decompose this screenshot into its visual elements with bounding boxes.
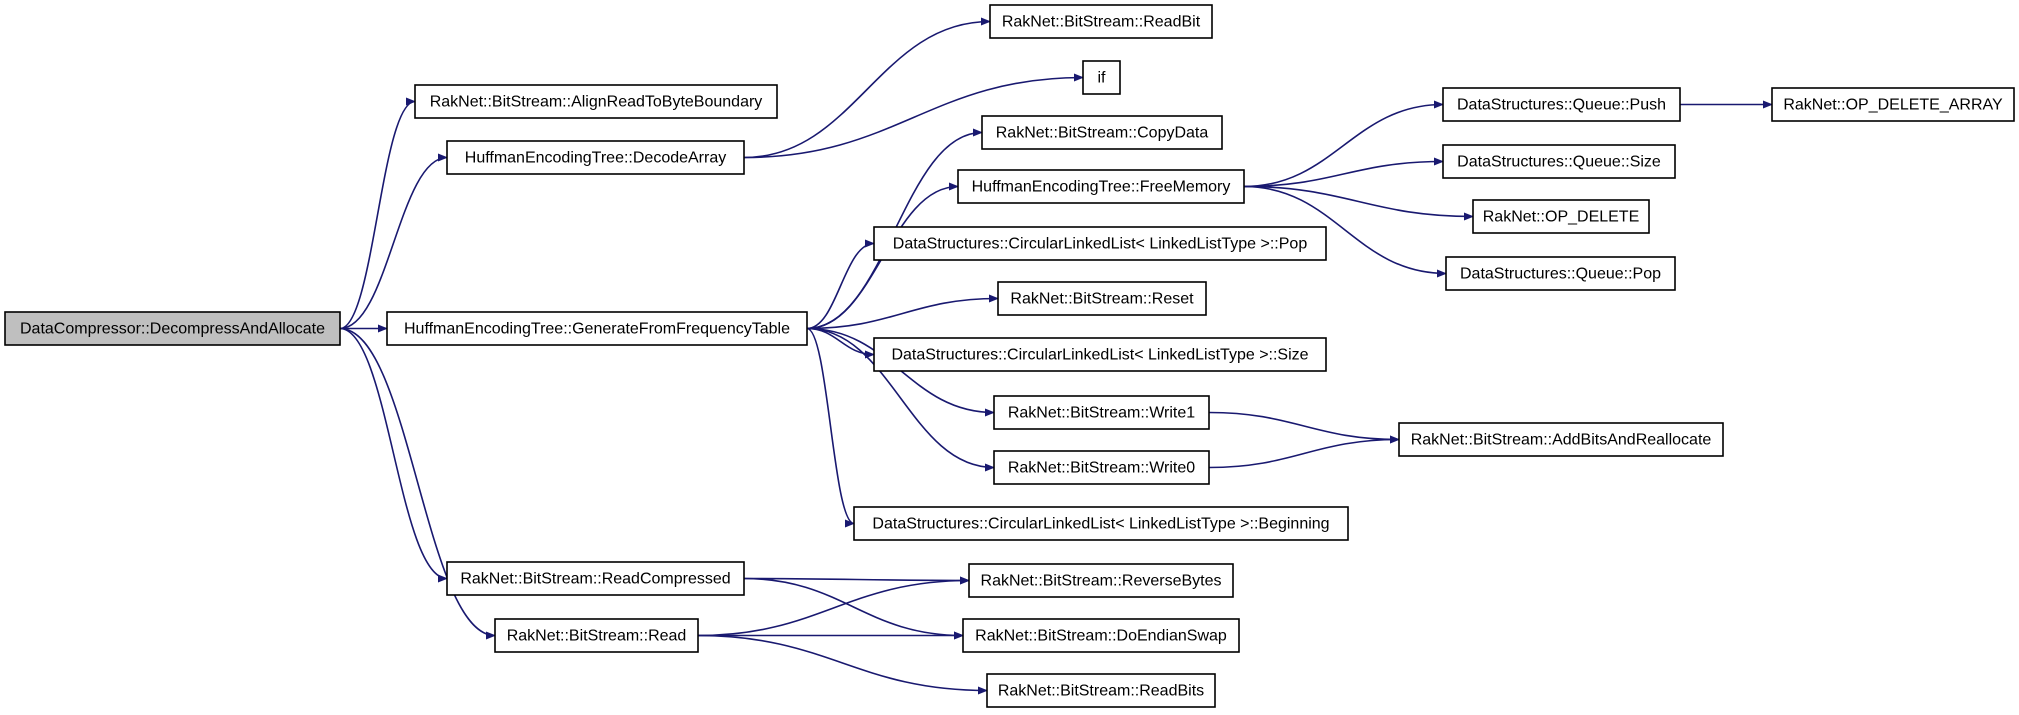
edge-read-to-read_bits	[697, 634, 988, 695]
node-label-cll-size: DataStructures::CircularLinkedList< Link…	[891, 347, 1308, 364]
node-box-queue-size	[1442, 144, 1676, 179]
node-label-cll-beginning: DataStructures::CircularLinkedList< Link…	[872, 516, 1329, 533]
edge-write1-to-add_bits	[1208, 411, 1400, 444]
node-queue-pop[interactable]: DataStructures::Queue::Pop	[1445, 256, 1676, 291]
node-cll-size[interactable]: DataStructures::CircularLinkedList< Link…	[873, 337, 1327, 372]
node-decode-array[interactable]: HuffmanEncodingTree::DecodeArray	[446, 140, 745, 175]
nodes-layer: DataCompressor::DecompressAndAllocateRak…	[4, 4, 2015, 708]
node-add-bits[interactable]: RakNet::BitStream::AddBitsAndReallocate	[1398, 422, 1724, 457]
node-op-delete-array[interactable]: RakNet::OP_DELETE_ARRAY	[1771, 87, 2015, 122]
node-label-op-delete-array: RakNet::OP_DELETE_ARRAY	[1783, 97, 2003, 114]
node-decompress[interactable]: DataCompressor::DecompressAndAllocate	[4, 311, 341, 346]
node-label-write1: RakNet::BitStream::Write1	[1008, 405, 1195, 422]
node-queue-push[interactable]: DataStructures::Queue::Push	[1442, 87, 1681, 122]
node-label-cll-pop: DataStructures::CircularLinkedList< Link…	[893, 236, 1308, 253]
node-box-cll-pop	[873, 226, 1327, 261]
node-box-write1	[993, 395, 1210, 430]
node-box-reset	[997, 281, 1207, 316]
node-label-copy-data: RakNet::BitStream::CopyData	[996, 125, 1209, 142]
edge-read_compressed-to-endian_swap	[743, 577, 964, 640]
node-queue-size[interactable]: DataStructures::Queue::Size	[1442, 144, 1676, 179]
node-box-reverse-bytes	[968, 563, 1234, 598]
node-label-free-memory: HuffmanEncodingTree::FreeMemory	[972, 179, 1231, 196]
node-label-add-bits: RakNet::BitStream::AddBitsAndReallocate	[1411, 432, 1712, 449]
edge-gen_freq-to-write0	[806, 327, 995, 472]
node-label-read: RakNet::BitStream::Read	[507, 628, 687, 645]
edge-read-to-reverse_bytes	[697, 576, 970, 637]
edge-decompress-to-align	[339, 97, 416, 330]
node-label-reverse-bytes: RakNet::BitStream::ReverseBytes	[981, 573, 1222, 590]
node-box-op-delete-array	[1771, 87, 2015, 122]
node-read-bits[interactable]: RakNet::BitStream::ReadBits	[986, 673, 1216, 708]
node-box-align	[414, 84, 778, 119]
node-gen-freq[interactable]: HuffmanEncodingTree::GenerateFromFrequen…	[386, 311, 808, 346]
node-read[interactable]: RakNet::BitStream::Read	[494, 618, 699, 653]
node-write1[interactable]: RakNet::BitStream::Write1	[993, 395, 1210, 430]
edge-free_memory-to-queue_size	[1243, 157, 1444, 188]
node-box-add-bits	[1398, 422, 1724, 457]
node-label-if: if	[1098, 70, 1107, 87]
edge-gen_freq-to-cll_size	[806, 327, 875, 359]
edge-gen_freq-to-cll_pop	[806, 239, 875, 330]
node-label-reset: RakNet::BitStream::Reset	[1010, 291, 1194, 308]
node-box-read	[494, 618, 699, 653]
node-label-read-bits: RakNet::BitStream::ReadBits	[998, 683, 1204, 700]
node-label-decompress: DataCompressor::DecompressAndAllocate	[20, 321, 325, 338]
edge-decode_array-to-read_bit	[743, 17, 991, 159]
node-copy-data[interactable]: RakNet::BitStream::CopyData	[981, 115, 1223, 150]
node-align[interactable]: RakNet::BitStream::AlignReadToByteBounda…	[414, 84, 778, 119]
edge-read_compressed-to-reverse_bytes	[743, 576, 970, 585]
edge-decode_array-to-if	[743, 73, 1084, 159]
node-label-gen-freq: HuffmanEncodingTree::GenerateFromFrequen…	[404, 321, 790, 338]
node-box-write0	[993, 450, 1210, 485]
node-box-free-memory	[957, 169, 1245, 204]
node-box-cll-beginning	[853, 506, 1349, 541]
node-label-op-delete: RakNet::OP_DELETE	[1483, 209, 1640, 226]
node-op-delete[interactable]: RakNet::OP_DELETE	[1472, 199, 1650, 234]
node-box-cll-size	[873, 337, 1327, 372]
edge-decompress-to-decode_array	[339, 153, 448, 330]
node-label-queue-pop: DataStructures::Queue::Pop	[1460, 266, 1661, 283]
node-read-bit[interactable]: RakNet::BitStream::ReadBit	[989, 4, 1213, 39]
edge-write0-to-add_bits	[1208, 435, 1400, 469]
node-box-queue-pop	[1445, 256, 1676, 291]
node-label-read-compressed: RakNet::BitStream::ReadCompressed	[460, 571, 730, 588]
node-write0[interactable]: RakNet::BitStream::Write0	[993, 450, 1210, 485]
node-cll-beginning[interactable]: DataStructures::CircularLinkedList< Link…	[853, 506, 1349, 541]
node-reverse-bytes[interactable]: RakNet::BitStream::ReverseBytes	[968, 563, 1234, 598]
edge-gen_freq-to-cll_beginning	[806, 327, 855, 528]
node-box-op-delete	[1472, 199, 1650, 234]
edge-gen_freq-to-reset	[806, 294, 999, 330]
node-if[interactable]: if	[1082, 60, 1121, 95]
node-box-queue-push	[1442, 87, 1681, 122]
node-box-gen-freq	[386, 311, 808, 346]
node-box-copy-data	[981, 115, 1223, 150]
edge-decompress-to-read	[339, 327, 496, 640]
node-label-endian-swap: RakNet::BitStream::DoEndianSwap	[975, 628, 1227, 645]
node-box-decompress	[4, 311, 341, 346]
edge-decompress-to-read_compressed	[339, 327, 448, 583]
node-endian-swap[interactable]: RakNet::BitStream::DoEndianSwap	[962, 618, 1240, 653]
edge-free_memory-to-queue_push	[1243, 100, 1444, 188]
node-box-decode-array	[446, 140, 745, 175]
node-box-read-bit	[989, 4, 1213, 39]
node-label-read-bit: RakNet::BitStream::ReadBit	[1002, 14, 1201, 31]
node-label-queue-push: DataStructures::Queue::Push	[1457, 97, 1666, 114]
edge-free_memory-to-op_delete	[1243, 185, 1474, 221]
node-label-queue-size: DataStructures::Queue::Size	[1457, 154, 1661, 171]
node-label-decode-array: HuffmanEncodingTree::DecodeArray	[465, 150, 726, 167]
node-box-read-compressed	[446, 561, 745, 596]
node-box-if	[1082, 60, 1121, 95]
node-read-compressed[interactable]: RakNet::BitStream::ReadCompressed	[446, 561, 745, 596]
node-free-memory[interactable]: HuffmanEncodingTree::FreeMemory	[957, 169, 1245, 204]
node-box-read-bits	[986, 673, 1216, 708]
node-cll-pop[interactable]: DataStructures::CircularLinkedList< Link…	[873, 226, 1327, 261]
node-reset[interactable]: RakNet::BitStream::Reset	[997, 281, 1207, 316]
node-label-write0: RakNet::BitStream::Write0	[1008, 460, 1195, 477]
edge-free_memory-to-queue_pop	[1243, 185, 1447, 278]
node-label-align: RakNet::BitStream::AlignReadToByteBounda…	[430, 94, 763, 111]
node-box-endian-swap	[962, 618, 1240, 653]
